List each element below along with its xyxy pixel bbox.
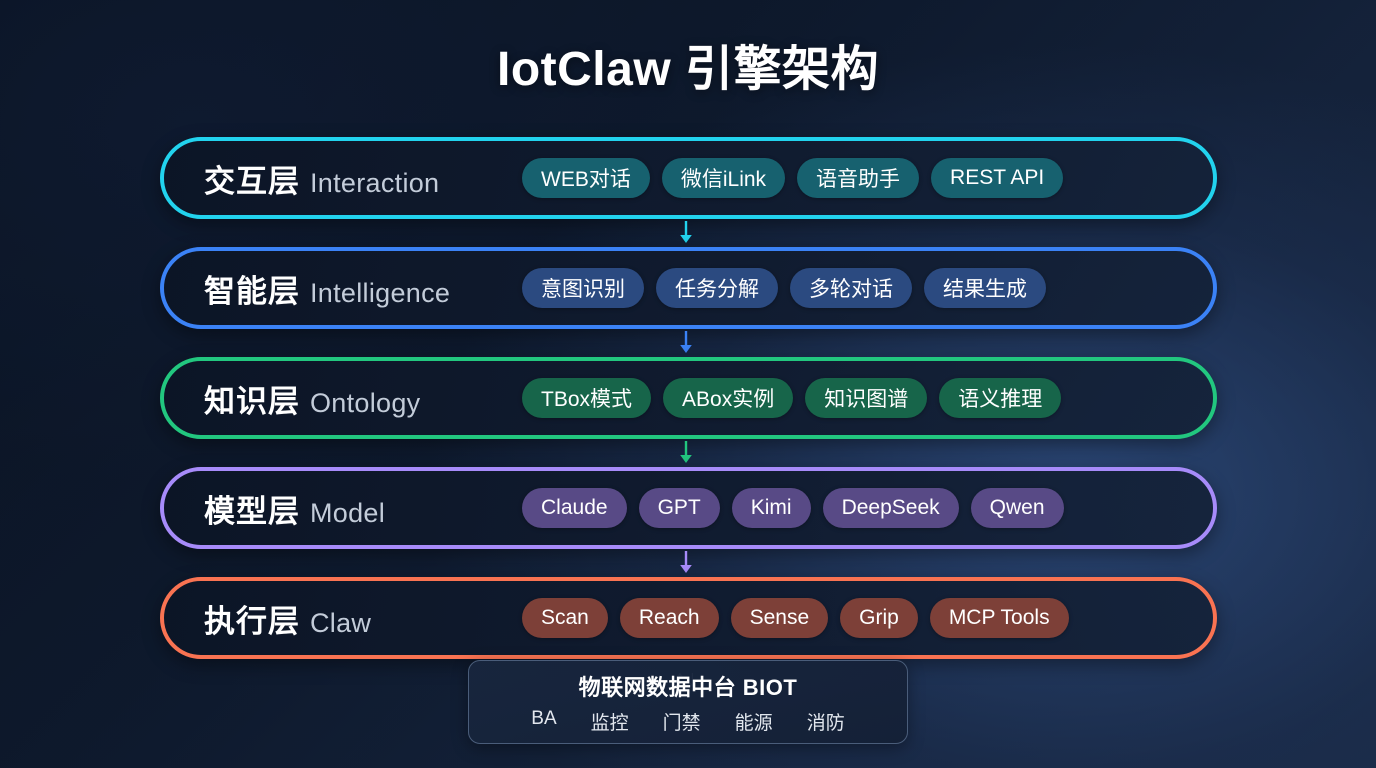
layer-model: 模型层 Model Claude GPT Kimi DeepSeek Qwen — [160, 467, 1217, 549]
capability-pill[interactable]: 知识图谱 — [805, 378, 928, 418]
flow-arrow-down-icon — [157, 439, 1214, 467]
layer-name-cn: 知识层 — [204, 383, 300, 419]
layer-title: 智能层 Intelligence — [204, 266, 522, 311]
capability-pill[interactable]: DeepSeek — [822, 488, 959, 528]
layer-title: 执行层 Claw — [204, 596, 522, 641]
capability-pill[interactable]: Qwen — [970, 488, 1064, 528]
capability-pill[interactable]: 意图识别 — [522, 268, 644, 308]
layer-pill-group: WEB对话微信iLink 语音助手 REST API — [522, 158, 1191, 198]
capability-pill[interactable]: TBox模式 — [522, 378, 652, 418]
layer-stack: 交互层 Interaction WEB对话微信iLink 语音助手 REST API 智能… — [160, 137, 1217, 697]
layer-name-cn: 智能层 — [204, 273, 300, 309]
layer-title: 知识层 Ontology — [204, 376, 522, 421]
capability-pill[interactable]: 语音助手 — [797, 158, 920, 198]
flow-arrow-down-icon — [157, 549, 1214, 577]
layer-row[interactable]: 智能层 Intelligence 意图识别任务分解多轮对话结果生成 — [160, 247, 1217, 329]
platform-tag[interactable]: BA — [531, 707, 557, 729]
layer-pill-group: Claude GPT Kimi DeepSeek Qwen — [522, 488, 1191, 528]
platform-tag[interactable]: 门禁 — [662, 712, 701, 734]
layer-row[interactable]: 执行层 Claw Scan Reach Sense Grip MCP Tools — [160, 577, 1217, 659]
layer-row[interactable]: 模型层 Model Claude GPT Kimi DeepSeek Qwen — [160, 467, 1217, 549]
layer-name-cn: 交互层 — [204, 163, 300, 199]
layer-intelligence: 智能层 Intelligence 意图识别任务分解多轮对话结果生成 — [160, 247, 1217, 329]
platform-box: 物联网数据中台 BIOT BA 监控 门禁 能源 消防 — [468, 660, 908, 744]
layer-name-cn: 模型层 — [204, 493, 300, 529]
layer-name-en: Model — [310, 497, 386, 528]
capability-pill[interactable]: Sense — [730, 598, 829, 638]
layer-title: 模型层 Model — [204, 486, 522, 531]
capability-pill[interactable]: Reach — [619, 598, 719, 638]
layer-name-en: Intelligence — [310, 277, 451, 308]
layer-name-en: Claw — [310, 607, 372, 638]
capability-pill[interactable]: MCP Tools — [929, 598, 1069, 638]
layer-pill-group: TBox模式 ABox实例知识图谱语义推理 — [522, 378, 1191, 418]
capability-pill[interactable]: Claude — [522, 488, 627, 528]
capability-pill[interactable]: 结果生成 — [924, 268, 1046, 308]
platform-tag[interactable]: 能源 — [734, 712, 773, 734]
page-title: IotClaw 引擎架构 — [496, 43, 879, 96]
capability-pill[interactable]: Scan — [522, 598, 608, 638]
capability-pill[interactable]: REST API — [931, 158, 1064, 198]
capability-pill[interactable]: 任务分解 — [656, 268, 778, 308]
layer-row[interactable]: 交互层 Interaction WEB对话微信iLink 语音助手 REST API — [160, 137, 1217, 219]
capability-pill[interactable]: GPT — [638, 488, 720, 528]
capability-pill[interactable]: Kimi — [731, 488, 811, 528]
capability-pill[interactable]: ABox实例 — [663, 378, 794, 418]
flow-arrow-down-icon — [157, 329, 1214, 357]
platform-tag-list: BA 监控 门禁 能源 消防 — [531, 708, 844, 735]
layer-ontology: 知识层 Ontology TBox模式 ABox实例知识图谱语义推理 — [160, 357, 1217, 439]
capability-pill[interactable]: WEB对话 — [522, 158, 650, 198]
platform-tag[interactable]: 消防 — [806, 712, 845, 734]
layer-name-en: Ontology — [310, 387, 421, 418]
layer-name-en: Interaction — [310, 167, 440, 198]
layer-pill-group: 意图识别任务分解多轮对话结果生成 — [522, 268, 1191, 308]
flow-arrow-down-icon — [157, 219, 1214, 247]
platform-tag[interactable]: 监控 — [590, 712, 629, 734]
capability-pill[interactable]: Grip — [840, 598, 918, 638]
layer-row[interactable]: 知识层 Ontology TBox模式 ABox实例知识图谱语义推理 — [160, 357, 1217, 439]
layer-name-cn: 执行层 — [204, 603, 300, 639]
platform-title: 物联网数据中台 BIOT — [578, 674, 798, 700]
layer-claw: 执行层 Claw Scan Reach Sense Grip MCP Tools — [160, 577, 1217, 659]
capability-pill[interactable]: 微信iLink — [661, 158, 786, 198]
capability-pill[interactable]: 语义推理 — [939, 378, 1062, 418]
capability-pill[interactable]: 多轮对话 — [790, 268, 912, 308]
layer-interaction: 交互层 Interaction WEB对话微信iLink 语音助手 REST API — [160, 137, 1217, 219]
layer-title: 交互层 Interaction — [204, 156, 522, 201]
layer-pill-group: Scan Reach Sense Grip MCP Tools — [522, 598, 1191, 638]
